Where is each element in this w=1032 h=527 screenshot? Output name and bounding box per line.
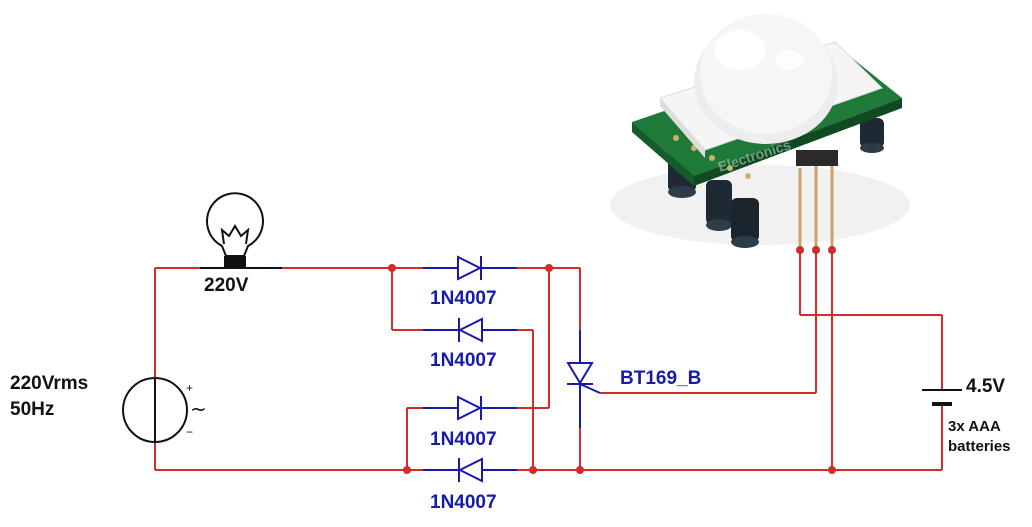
diode-2-label: 1N4007 bbox=[430, 350, 497, 371]
diode-icon bbox=[423, 255, 517, 281]
ac-voltage-source: + − ~ bbox=[122, 377, 207, 443]
pir-sensor-module-icon: Electronics bbox=[610, 14, 910, 250]
junction-dots bbox=[388, 246, 836, 474]
diode-icon bbox=[423, 457, 517, 483]
diode-icon bbox=[423, 395, 517, 421]
thyristor-label: BT169_B bbox=[620, 368, 701, 389]
diode-4-label: 1N4007 bbox=[430, 492, 497, 513]
thyristor-icon bbox=[566, 330, 601, 428]
capacitor-icon bbox=[860, 118, 884, 153]
wires bbox=[154, 250, 943, 471]
source-voltage-label: 220Vrms bbox=[10, 373, 88, 394]
battery-voltage-label: 4.5V bbox=[966, 376, 1005, 397]
diode-1-label: 1N4007 bbox=[430, 288, 497, 309]
diode-3-label: 1N4007 bbox=[430, 429, 497, 450]
capacitor-icon bbox=[731, 198, 759, 248]
battery-desc-line1: 3x AAA bbox=[948, 418, 1001, 435]
source-frequency-label: 50Hz bbox=[10, 399, 54, 420]
source-minus-sign: − bbox=[186, 425, 193, 439]
battery-desc-line2: batteries bbox=[948, 438, 1011, 455]
diode-icon bbox=[423, 317, 517, 343]
lamp-label: 220V bbox=[204, 275, 249, 296]
capacitor-icon bbox=[706, 180, 732, 231]
battery-icon bbox=[922, 389, 962, 406]
source-plus-sign: + bbox=[186, 381, 193, 395]
lamp-icon bbox=[200, 192, 282, 269]
source-ac-symbol: ~ bbox=[190, 397, 207, 421]
